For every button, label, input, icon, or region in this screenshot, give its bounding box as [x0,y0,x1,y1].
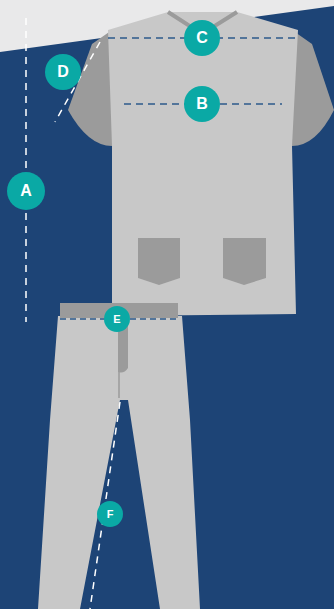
shirt-pocket [223,238,266,285]
callout-circle: E [104,306,130,332]
callout-letter: A [20,183,32,199]
callout-circle: F [97,501,123,527]
length-line [25,18,27,322]
right-sleeve [292,30,334,146]
callout-circle: A [7,172,45,210]
callout-circle: D [45,54,81,90]
callout-letter: F [107,509,114,520]
callout-circle: C [184,20,220,56]
shirt-body [108,12,298,316]
callout-letter: B [196,96,208,112]
callout-letter: D [57,64,69,80]
callout-circle: B [184,86,220,122]
callout-letter: E [113,314,120,325]
shirt-pocket [138,238,180,285]
pants [38,316,200,609]
callout-letter: C [196,30,208,46]
